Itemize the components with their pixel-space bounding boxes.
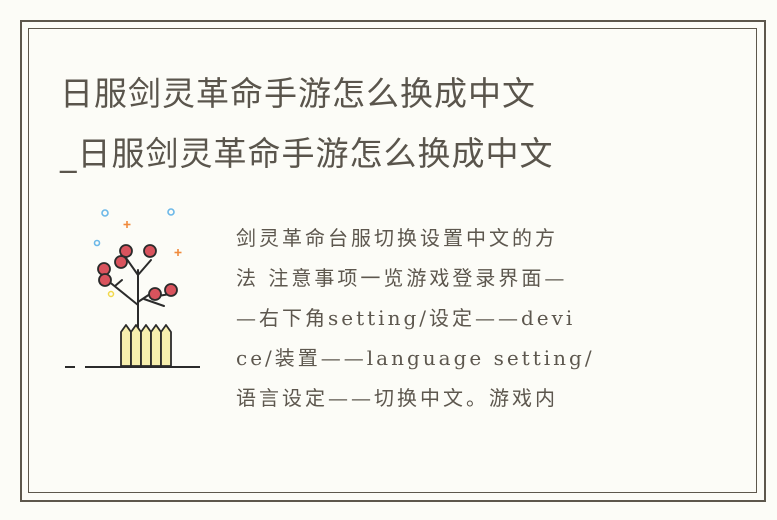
sparkle-icon: [123, 221, 182, 256]
summary-line: 语言设定——切换中文。游戏内: [236, 386, 558, 410]
page-title: 日服剑灵革命手游怎么换成中文 _日服剑灵革命手游怎么换成中文: [60, 64, 740, 184]
title-line-2: _日服剑灵革命手游怎么换成中文: [60, 134, 554, 173]
outer-frame-border: [20, 20, 766, 502]
inner-frame-border: [28, 28, 757, 493]
article-summary: 剑灵革命台服切换设置中文的方 法 注意事项一览游戏登录界面— —右下角setti…: [236, 218, 648, 418]
summary-line: ce/装置——language setting/: [236, 346, 595, 370]
summary-line: —右下角setting/设定——devi: [236, 306, 576, 330]
berry-tree-fence-icon: [60, 200, 210, 370]
snowflake-icon: [93, 208, 175, 247]
title-line-1: 日服剑灵革命手游怎么换成中文: [60, 74, 536, 113]
summary-line: 法 注意事项一览游戏登录界面—: [236, 266, 568, 290]
summary-line: 剑灵革命台服切换设置中文的方: [236, 226, 558, 250]
